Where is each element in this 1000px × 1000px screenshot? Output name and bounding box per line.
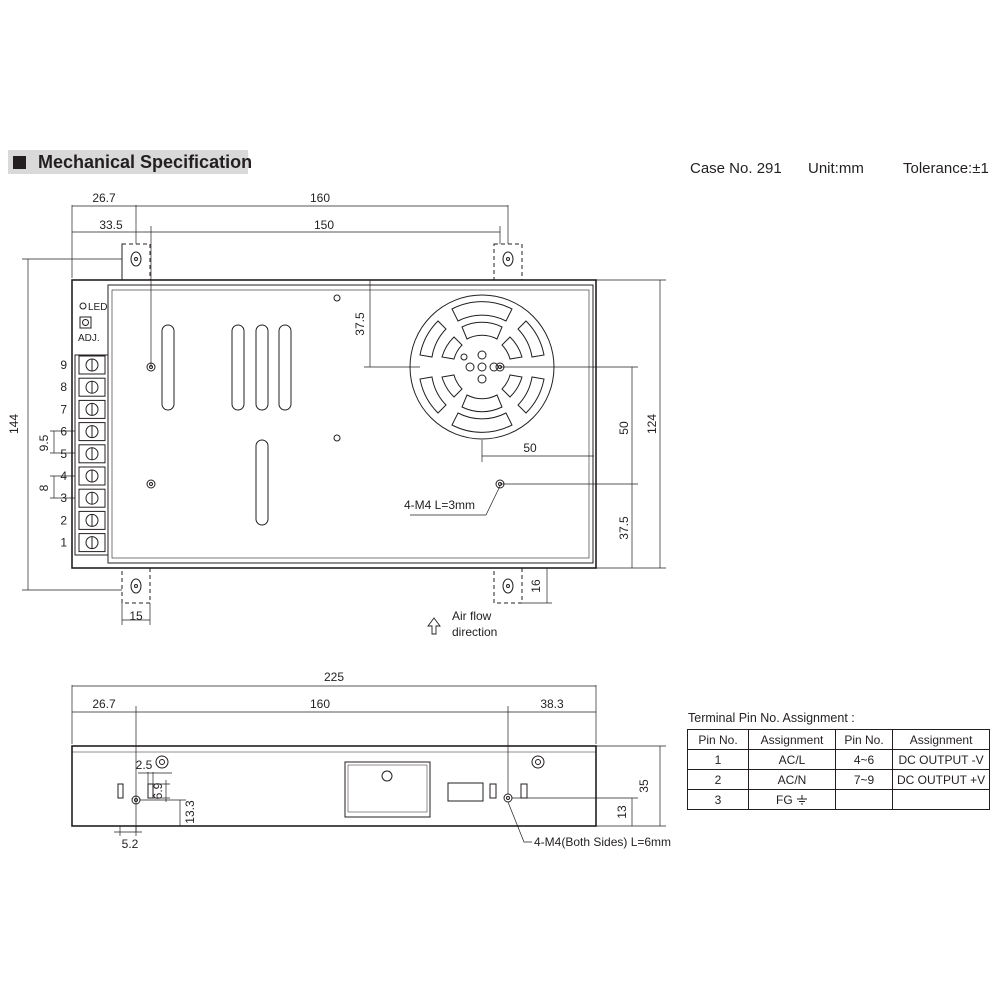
top-view (22, 205, 666, 635)
header-assignment-2: Assignment (891, 729, 991, 750)
adj-potentiometer-icon (79, 316, 92, 329)
dim-2-5: 2.5 (136, 758, 153, 772)
table-cell: DC OUTPUT -V (891, 749, 991, 770)
table-cell: DC OUTPUT +V (891, 769, 991, 790)
mounting-ear-bottom-right (493, 567, 523, 604)
dim-35: 35 (637, 779, 651, 793)
pin-assignment-table: Pin No. Assignment Pin No. Assignment 1 … (687, 729, 991, 810)
airflow-label-line1: Air flow (452, 609, 492, 623)
terminal-screw-3 (78, 488, 106, 508)
dim-9-5: 9.5 (37, 434, 51, 451)
terminal-screw-8 (78, 377, 106, 397)
table-cell-text: FG (775, 792, 793, 807)
dim-38-3: 38.3 (540, 697, 564, 711)
header-assignment-1: Assignment (748, 729, 836, 750)
section-header: Mechanical Specification (8, 150, 252, 174)
terminal-screw-9 (78, 355, 106, 375)
mounting-ear-top-left (121, 243, 151, 281)
airflow-label-line2: direction (452, 625, 497, 639)
ground-symbol-icon (797, 795, 807, 805)
terminal-number-5: 5 (60, 447, 67, 461)
dim-16: 16 (529, 579, 543, 593)
dim-13-3: 13.3 (183, 800, 197, 824)
mounting-ear-top-right (493, 243, 523, 281)
table-cell: AC/L (748, 749, 836, 770)
terminal-number-2: 2 (60, 513, 67, 527)
pin-table-caption: Terminal Pin No. Assignment : (688, 711, 855, 725)
ear-slot-icons (130, 251, 514, 594)
side-mount-note: 4-M4(Both Sides) L=6mm (534, 835, 671, 849)
table-cell: 7~9 (835, 769, 893, 790)
table-row: 3 FG (687, 789, 991, 810)
dim-225: 225 (324, 670, 344, 684)
dim-15: 15 (129, 609, 143, 623)
vent-slots (161, 324, 292, 526)
mounting-ear-bottom-left (121, 567, 151, 604)
unit-label: Unit:mm (808, 160, 864, 177)
dim-33-5: 33.5 (99, 218, 123, 232)
terminal-number-7: 7 (60, 402, 67, 416)
top-dimensions (22, 205, 666, 625)
case-number: Case No. 291 (690, 160, 782, 177)
led-label: LED (88, 302, 107, 313)
terminal-number-1: 1 (60, 536, 67, 550)
table-cell (891, 789, 991, 810)
dim-160-top: 160 (310, 191, 330, 205)
terminal-number-8: 8 (60, 380, 67, 394)
table-cell (835, 789, 893, 810)
table-row: 1 AC/L 4~6 DC OUTPUT -V (687, 749, 991, 770)
section-title: Mechanical Specification (38, 152, 253, 172)
dim-5-2: 5.2 (122, 837, 139, 851)
terminal-block (74, 354, 109, 556)
table-row: 2 AC/N 7~9 DC OUTPUT +V (687, 769, 991, 790)
led-indicator-icon (79, 302, 87, 310)
dim-50-vertical: 50 (617, 421, 631, 435)
terminal-screw-1 (78, 533, 106, 553)
screw-holes (146, 294, 505, 489)
terminal-number-9: 9 (60, 358, 67, 372)
terminal-number-3: 3 (60, 491, 67, 505)
table-cell: 2 (687, 769, 749, 790)
dim-13: 13 (615, 805, 629, 819)
dim-8: 8 (37, 484, 51, 491)
airflow-arrow-icon (427, 617, 441, 635)
terminal-screw-5 (78, 444, 106, 464)
adj-label: ADJ. (78, 333, 100, 344)
terminal-screw-2 (78, 510, 106, 530)
dim-26-7-top: 26.7 (92, 191, 116, 205)
terminal-number-4: 4 (60, 469, 67, 483)
dim-6-9: 6.9 (151, 782, 165, 799)
dim-150: 150 (314, 218, 334, 232)
dim-160-side: 160 (310, 697, 330, 711)
dim-37-5-top: 37.5 (353, 312, 367, 336)
side-features (117, 755, 545, 818)
terminal-number-6: 6 (60, 425, 67, 439)
table-cell: 1 (687, 749, 749, 770)
side-dimensions (71, 685, 666, 843)
dim-50-horizontal: 50 (523, 441, 537, 455)
terminal-screw-6 (78, 422, 106, 442)
dim-26-7-side: 26.7 (92, 697, 116, 711)
table-cell: 4~6 (835, 749, 893, 770)
side-case-outline (71, 745, 597, 827)
case-outline (71, 279, 597, 569)
dim-144: 144 (7, 414, 21, 434)
cover-inner-outline (111, 289, 590, 559)
header-pin-no-1: Pin No. (687, 729, 749, 750)
side-view (71, 685, 666, 843)
table-header-row: Pin No. Assignment Pin No. Assignment (687, 729, 991, 750)
dim-37-5-bottom: 37.5 (617, 516, 631, 540)
table-cell: FG (748, 789, 836, 810)
table-cell: 3 (687, 789, 749, 810)
top-mount-note: 4-M4 L=3mm (404, 498, 475, 512)
terminal-screw-4 (78, 466, 106, 486)
table-cell: AC/N (748, 769, 836, 790)
terminal-screw-7 (78, 399, 106, 419)
dim-124: 124 (645, 414, 659, 434)
header-pin-no-2: Pin No. (835, 729, 893, 750)
header-square-icon (13, 156, 26, 169)
tolerance-label: Tolerance:±1 (903, 160, 989, 177)
